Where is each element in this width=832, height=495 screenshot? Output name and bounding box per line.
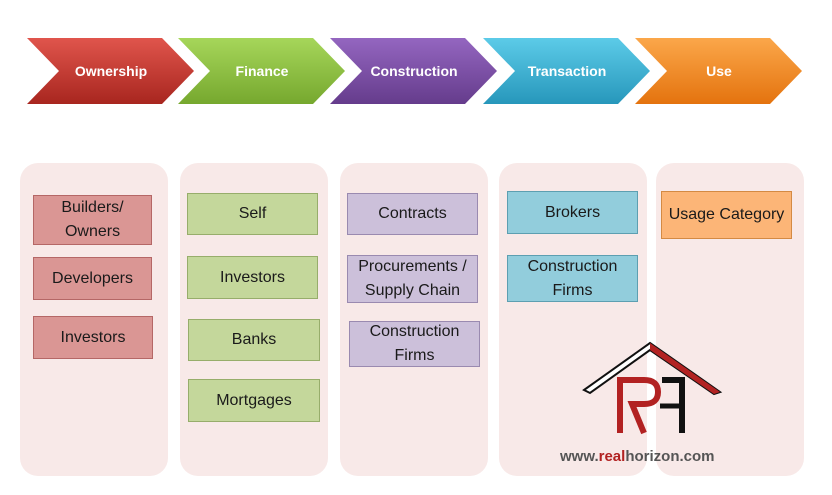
website-brand-b: horizon <box>625 448 680 465</box>
website-brand-a: real <box>598 448 626 465</box>
chevron-ownership: Ownership <box>27 38 194 104</box>
process-chevrons: Ownership Finance Construction Transacti… <box>27 38 802 104</box>
chevron-use: Use <box>635 38 802 104</box>
chevron-finance: Finance <box>178 38 345 104</box>
transaction-item: Brokers <box>507 191 638 234</box>
chevron-transaction: Transaction <box>483 38 650 104</box>
ownership-item: Investors <box>33 316 153 359</box>
chevron-label: Transaction <box>528 63 607 79</box>
finance-item: Self <box>187 193 318 235</box>
chevron-label: Finance <box>236 63 289 79</box>
website-url: www.realhorizon.com <box>560 448 715 465</box>
ownership-item: Builders/ Owners <box>33 195 152 245</box>
chevron-construction: Construction <box>330 38 497 104</box>
website-suffix: .com <box>679 448 715 465</box>
construction-item: Procurements / Supply Chain <box>347 255 478 303</box>
website-prefix: www. <box>560 448 599 465</box>
finance-item: Investors <box>187 256 318 299</box>
chevron-label: Use <box>706 63 732 79</box>
chevron-label: Ownership <box>75 63 147 79</box>
ownership-item: Developers <box>33 257 152 300</box>
realhorizon-logo <box>582 341 723 435</box>
chevron-label: Construction <box>370 63 457 79</box>
construction-item: Construction Firms <box>349 321 480 367</box>
use-item: Usage Category <box>661 191 792 239</box>
finance-item: Mortgages <box>188 379 320 422</box>
transaction-item: Construction Firms <box>507 255 638 302</box>
finance-item: Banks <box>188 319 320 361</box>
construction-item: Contracts <box>347 193 478 235</box>
